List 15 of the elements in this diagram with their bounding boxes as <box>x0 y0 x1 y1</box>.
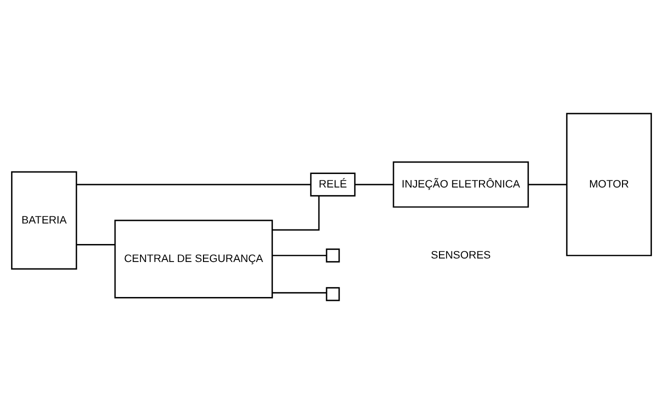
node-box: RELÉ <box>310 172 356 196</box>
node-box <box>326 248 340 262</box>
node-box: CENTRAL DE SEGURANÇA <box>114 219 273 298</box>
node-box <box>326 286 340 301</box>
connector <box>76 244 115 245</box>
node-box: BATERIA <box>11 170 78 270</box>
node-box: INJEÇÃO ELETRÔNICA <box>392 160 529 208</box>
connector <box>76 183 311 185</box>
label: SENSORES <box>430 248 491 261</box>
connector <box>528 183 567 185</box>
connector <box>355 183 394 185</box>
node-box: MOTOR <box>566 112 652 256</box>
connector <box>272 292 326 293</box>
connector <box>272 254 326 256</box>
connector <box>272 196 320 230</box>
